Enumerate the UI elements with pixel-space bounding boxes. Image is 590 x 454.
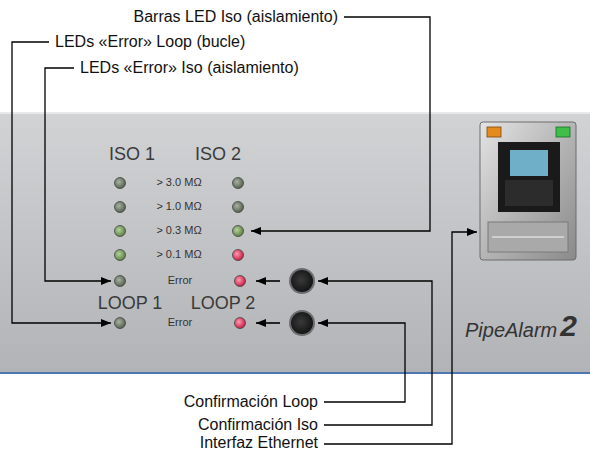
leader-lines xyxy=(12,17,477,444)
brand-logo: PipeAlarm xyxy=(465,318,557,342)
callout-label: LEDs «Error» Iso (aislamiento) xyxy=(80,58,299,77)
channel-name: LOOP 2 xyxy=(191,293,256,315)
led-label: Error xyxy=(168,274,192,287)
channel-name: ISO 1 xyxy=(109,144,155,166)
device-panel xyxy=(0,112,590,374)
callout-label: Confirmación Iso xyxy=(198,415,318,434)
push-buttons xyxy=(289,268,315,336)
panel-arrows xyxy=(256,281,280,323)
led-label: Error xyxy=(168,316,192,329)
threshold-label: > 1.0 MΩ xyxy=(156,200,201,213)
panel-border xyxy=(0,372,590,374)
threshold-label: > 0.3 MΩ xyxy=(156,224,201,237)
callout-label: Interfaz Ethernet xyxy=(200,433,318,452)
threshold-label: > 3.0 MΩ xyxy=(156,176,201,189)
brand-logo: 2 xyxy=(560,308,577,344)
channel-name: LOOP 1 xyxy=(98,293,163,315)
callout-label: Confirmación Loop xyxy=(184,392,318,411)
led-bars xyxy=(115,178,244,261)
ethernet-jack xyxy=(480,122,576,260)
callout-label: LEDs «Error» Loop (bucle) xyxy=(55,32,245,51)
callout-label: Barras LED Iso (aislamiento) xyxy=(133,7,338,26)
panel-edge xyxy=(0,112,590,114)
channel-name: ISO 2 xyxy=(195,144,241,166)
threshold-label: > 0.1 MΩ xyxy=(156,248,201,261)
